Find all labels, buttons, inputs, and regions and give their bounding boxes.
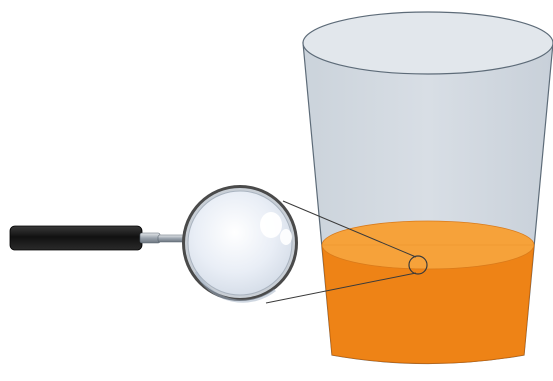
magnifier-handle — [10, 226, 142, 250]
lens-glare-small — [280, 229, 292, 245]
magnifying-glass-icon — [10, 185, 298, 301]
orange-liquid — [322, 221, 534, 364]
lens-glare-large — [260, 212, 282, 238]
magnifier-neck — [158, 235, 186, 242]
glass-rim — [303, 12, 553, 74]
magnifier-lens — [188, 191, 292, 295]
magnifier-ferrule — [140, 233, 160, 243]
